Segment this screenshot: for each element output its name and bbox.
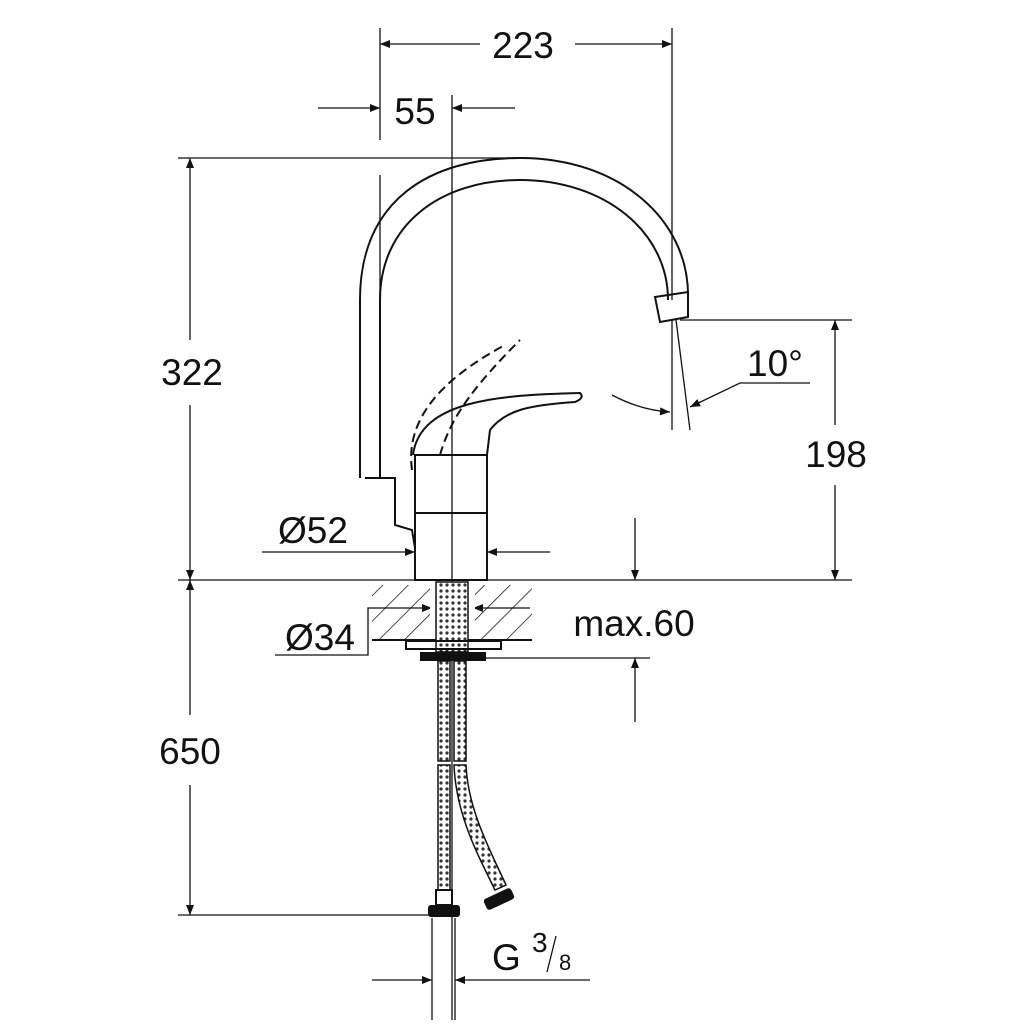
dim-198: 198 [805,434,867,475]
dim-angle: 10° [747,343,803,384]
thread-label: G [492,937,521,978]
dim-650: 650 [159,731,221,772]
thread-denominator: 8 [559,950,571,975]
extension-lines [178,28,852,1020]
dim-223: 223 [492,25,554,66]
thread-numerator: 3 [532,927,548,958]
dim-55: 55 [394,91,435,132]
faucet-body [410,339,583,581]
spout [359,156,689,549]
fraction-slash [546,935,557,973]
dim-hole-diameter: Ø34 [285,617,355,658]
dim-322: 322 [161,352,223,393]
dim-max-thickness: max.60 [573,603,694,644]
mounting-and-hoses [405,581,515,917]
dim-body-diameter: Ø52 [278,510,348,551]
